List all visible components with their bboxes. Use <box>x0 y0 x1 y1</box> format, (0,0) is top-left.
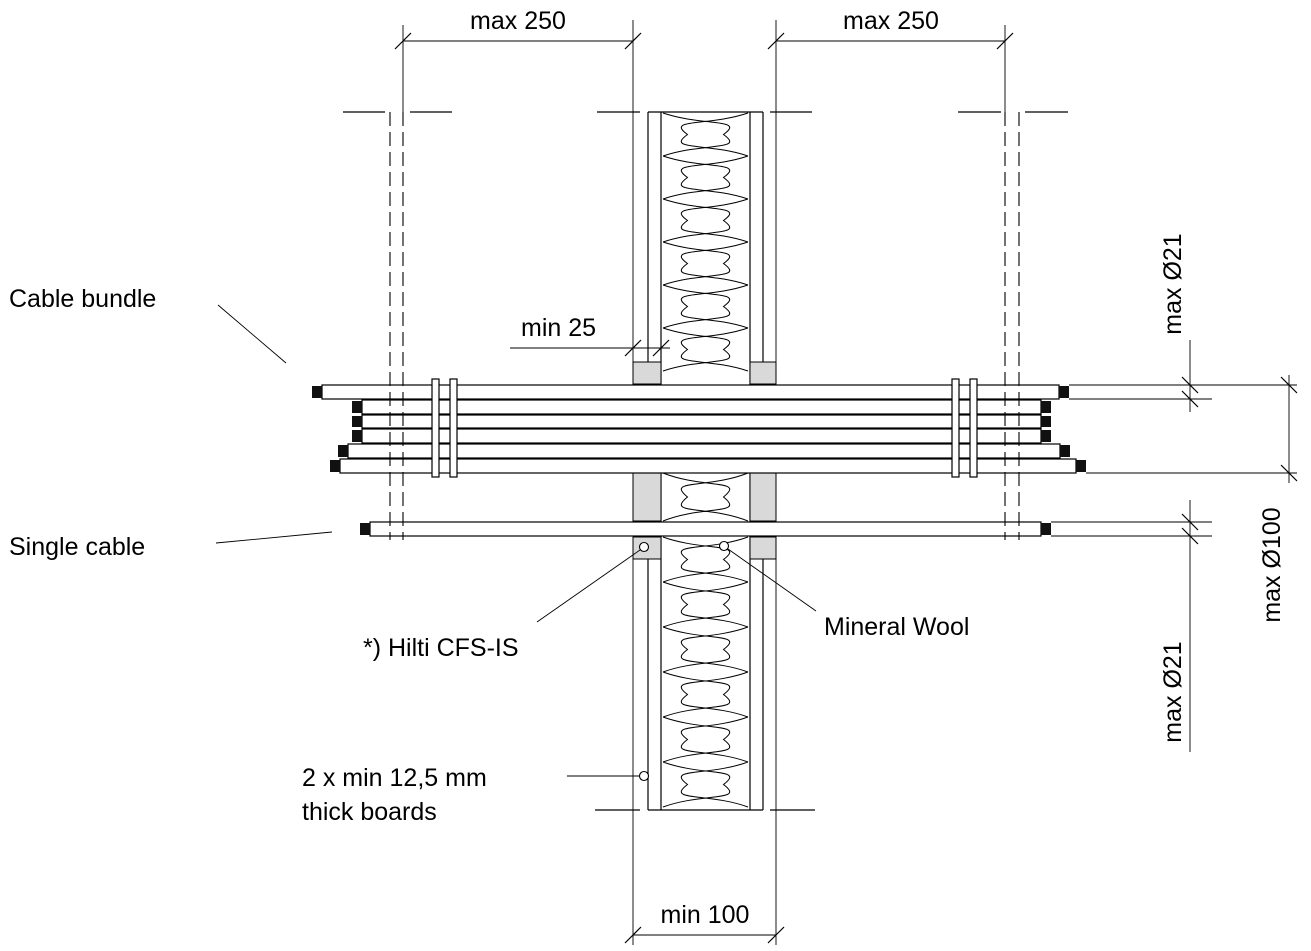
label-max-d21-bottom: max Ø21 <box>1159 641 1187 742</box>
label-max-d21-top: max Ø21 <box>1159 233 1187 334</box>
label-max-250-right: max 250 <box>843 7 939 35</box>
label-cable-bundle: Cable bundle <box>9 285 156 313</box>
mineral-wool-loops <box>662 472 749 522</box>
leader-lines <box>215 304 817 782</box>
mineral-wool-fill <box>662 112 749 808</box>
label-boards-line2: thick boards <box>302 798 437 826</box>
label-max-250-left: max 250 <box>470 7 566 35</box>
label-min-100: min 100 <box>661 901 750 929</box>
dimension-top-right <box>767 32 1014 50</box>
label-max-d100: max Ø100 <box>1258 507 1286 622</box>
label-hilti-cfs-is: *) Hilti CFS-IS <box>363 634 519 662</box>
single-cable <box>360 521 1051 537</box>
mineral-wool-loops <box>662 112 749 372</box>
dimension-top-left <box>394 32 642 50</box>
cable-bundle <box>312 378 1086 478</box>
dimension-min-100 <box>624 926 785 944</box>
label-mineral-wool: Mineral Wool <box>824 613 969 641</box>
label-boards-line1: 2 x min 12,5 mm <box>302 764 487 792</box>
support-lines <box>389 25 1020 540</box>
break-lines <box>343 111 1068 811</box>
dimension-min-25 <box>510 339 670 357</box>
mineral-wool-loops <box>662 536 749 808</box>
label-single-cable: Single cable <box>9 533 145 561</box>
dimension-right <box>1051 340 1298 752</box>
label-min-25: min 25 <box>521 314 596 342</box>
